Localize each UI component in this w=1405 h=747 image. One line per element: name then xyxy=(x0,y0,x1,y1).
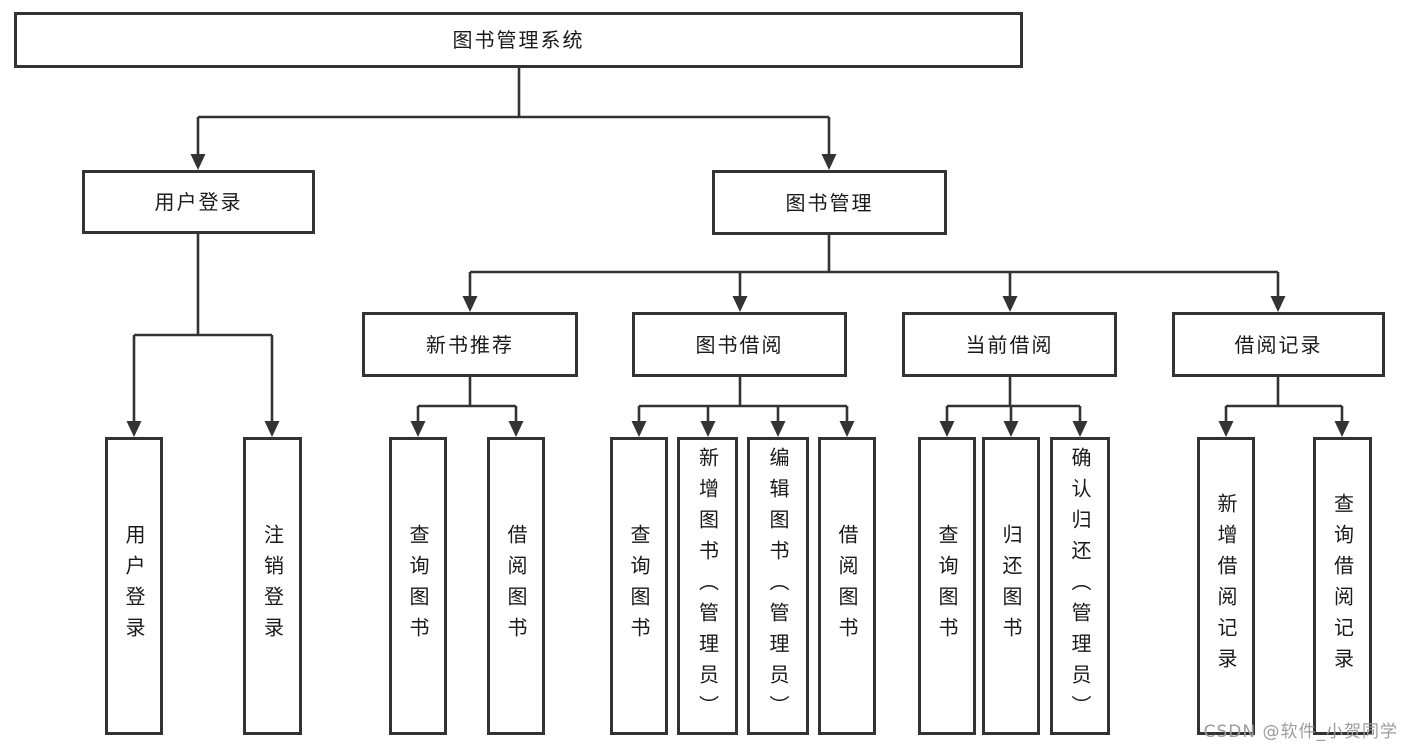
leaf-borrow-add-books-admin-label: 新增图书（管理员） xyxy=(695,446,720,726)
leaf-user-login-label: 用户登录 xyxy=(122,524,146,648)
leaf-current-confirm-return-admin-label: 确认归还（管理员） xyxy=(1068,446,1092,726)
leaf-newbook-query-books-label: 查询图书 xyxy=(406,524,430,648)
leaf-borrow-borrow-books: 借阅图书 xyxy=(818,437,876,735)
node-book-borrow: 图书借阅 xyxy=(632,312,847,377)
leaf-newbook-borrow-books-label: 借阅图书 xyxy=(504,524,528,648)
leaf-borrow-query-books: 查询图书 xyxy=(610,437,668,735)
csdn-watermark: CSDN @软件_小贺同学 xyxy=(1203,722,1398,742)
node-borrow-records-label: 借阅记录 xyxy=(1234,332,1323,357)
node-root-label: 图书管理系统 xyxy=(452,28,585,52)
leaf-borrow-borrow-books-label: 借阅图书 xyxy=(835,524,859,648)
leaf-current-confirm-return-admin: 确认归还（管理员） xyxy=(1050,437,1110,735)
leaf-current-query-books-label: 查询图书 xyxy=(935,524,959,648)
leaf-borrow-edit-books-admin: 编辑图书（管理员） xyxy=(747,437,809,735)
node-current-borrow-label: 当前借阅 xyxy=(965,332,1054,357)
node-current-borrow: 当前借阅 xyxy=(902,312,1117,377)
leaf-records-add-label: 新增借阅记录 xyxy=(1214,493,1238,679)
leaf-records-add: 新增借阅记录 xyxy=(1197,437,1255,735)
leaf-records-query: 查询借阅记录 xyxy=(1313,437,1372,735)
leaf-logout-label: 注销登录 xyxy=(260,524,285,648)
node-root: 图书管理系统 xyxy=(14,12,1023,68)
leaf-borrow-edit-books-admin-label: 编辑图书（管理员） xyxy=(766,446,790,726)
node-borrow-records: 借阅记录 xyxy=(1172,312,1385,377)
node-book-borrow-label: 图书借阅 xyxy=(695,332,784,357)
node-book-management: 图书管理 xyxy=(712,170,947,235)
node-new-book-recommend: 新书推荐 xyxy=(362,312,578,377)
leaf-logout: 注销登录 xyxy=(243,437,302,735)
leaf-newbook-query-books: 查询图书 xyxy=(389,437,447,735)
leaf-borrow-add-books-admin: 新增图书（管理员） xyxy=(677,437,738,735)
leaf-newbook-borrow-books: 借阅图书 xyxy=(487,437,545,735)
node-user-login: 用户登录 xyxy=(82,170,315,234)
leaf-current-query-books: 查询图书 xyxy=(918,437,976,735)
leaf-user-login: 用户登录 xyxy=(105,437,163,735)
node-book-management-label: 图书管理 xyxy=(785,190,874,215)
leaf-records-query-label: 查询借阅记录 xyxy=(1330,493,1355,679)
leaf-current-return-books-label: 归还图书 xyxy=(999,524,1023,648)
leaf-borrow-query-books-label: 查询图书 xyxy=(627,524,651,648)
node-user-login-label: 用户登录 xyxy=(154,190,243,214)
node-new-book-recommend-label: 新书推荐 xyxy=(426,332,514,357)
leaf-current-return-books: 归还图书 xyxy=(982,437,1040,735)
